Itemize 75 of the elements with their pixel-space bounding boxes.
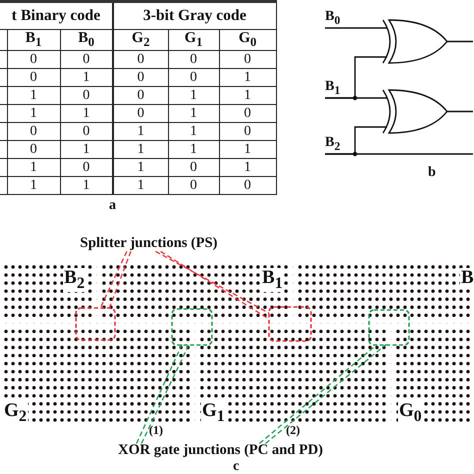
junction-highlight [171,308,213,346]
table-cell: 1 [60,68,114,86]
table-cell: 0 [168,68,220,86]
wire [325,27,387,29]
table-cell: 1 [168,122,220,140]
junction-highlight [268,306,312,342]
junction-highlight [368,309,410,346]
table-cell: 1 [60,176,114,194]
table-cell: 1 [7,86,60,104]
callout-label: XOR gate junctions (PC and PD) [118,443,324,459]
leader-line [154,250,270,320]
table-cell: 0 [60,86,114,104]
table-cell: 1 [113,140,168,158]
table-cell: 1 [113,122,168,140]
table-header-cell: B$_{0}$ [60,30,114,50]
signal-label: B$_{1}$ [325,79,340,98]
port-label: B [460,268,474,288]
table-cell: 0 [219,176,276,194]
table-cell: 0 [60,50,114,68]
table-cell: 0 [113,104,168,122]
wire [325,97,387,99]
table-header-cell: B$_{1}$ [7,30,60,50]
panel-label: b [428,166,436,181]
junction-highlight [75,307,116,341]
table-cell: 1 [219,158,276,176]
table-header-cell: G$_{1}$ [168,30,220,50]
table-header-cell: t Binary code [0,2,114,30]
leader-line [100,250,132,310]
table-cell: 0 [168,176,220,194]
table-cell: 0 [7,50,60,68]
table-cell: 0 [168,50,220,68]
leader-line [258,344,387,444]
callout-number: (2) [286,424,300,437]
table-cell: 1 [219,68,276,86]
table-cell: 1 [113,158,168,176]
table-cell: 1 [7,158,60,176]
table-cell: 1 [219,86,276,104]
port-label: B$_{2}$ [63,268,86,292]
table-cell: 0 [7,122,60,140]
xor-gate-symbol [382,89,448,134]
wire [447,40,473,42]
panel-label: a [109,199,116,214]
table-cell: 0 [219,50,276,68]
table-cell: 0 [113,50,168,68]
table-cell: 0 [60,122,114,140]
signal-label: B$_{2}$ [325,135,340,154]
table-cell: 1 [60,140,114,158]
port-label: B$_{1}$ [261,268,284,292]
table-cell: 0 [168,158,220,176]
table-cell: 1 [7,104,60,122]
table-cell: 0 [7,140,60,158]
table-cell: 1 [168,140,220,158]
wire [447,110,473,112]
table-cell: 0 [219,122,276,140]
table-cell: 1 [60,104,114,122]
callout-label: Splitter junctions (PS) [80,236,218,252]
leader-line [136,344,190,444]
table-cell: 1 [168,104,220,122]
table-cell: 1 [219,140,276,158]
table-cell: 0 [219,104,276,122]
table-header-cell: G$_{2}$ [113,30,168,50]
panel-label: c [233,460,240,474]
xor-gate-symbol [382,19,448,64]
table-header-cell: G$_{0}$ [219,30,276,50]
wire [325,153,473,155]
callout-number: (1) [149,424,163,437]
table-cell: 0 [113,86,168,104]
signal-label: B$_{0}$ [325,9,340,28]
table-cell: 0 [113,68,168,86]
table-cell: 1 [168,86,220,104]
table-cell: 1 [7,176,60,194]
table-cell: 1 [113,176,168,194]
table-header-cell: 3-bit Gray code [113,2,276,30]
table-cell: 0 [7,68,60,86]
table-cell: 0 [60,158,114,176]
